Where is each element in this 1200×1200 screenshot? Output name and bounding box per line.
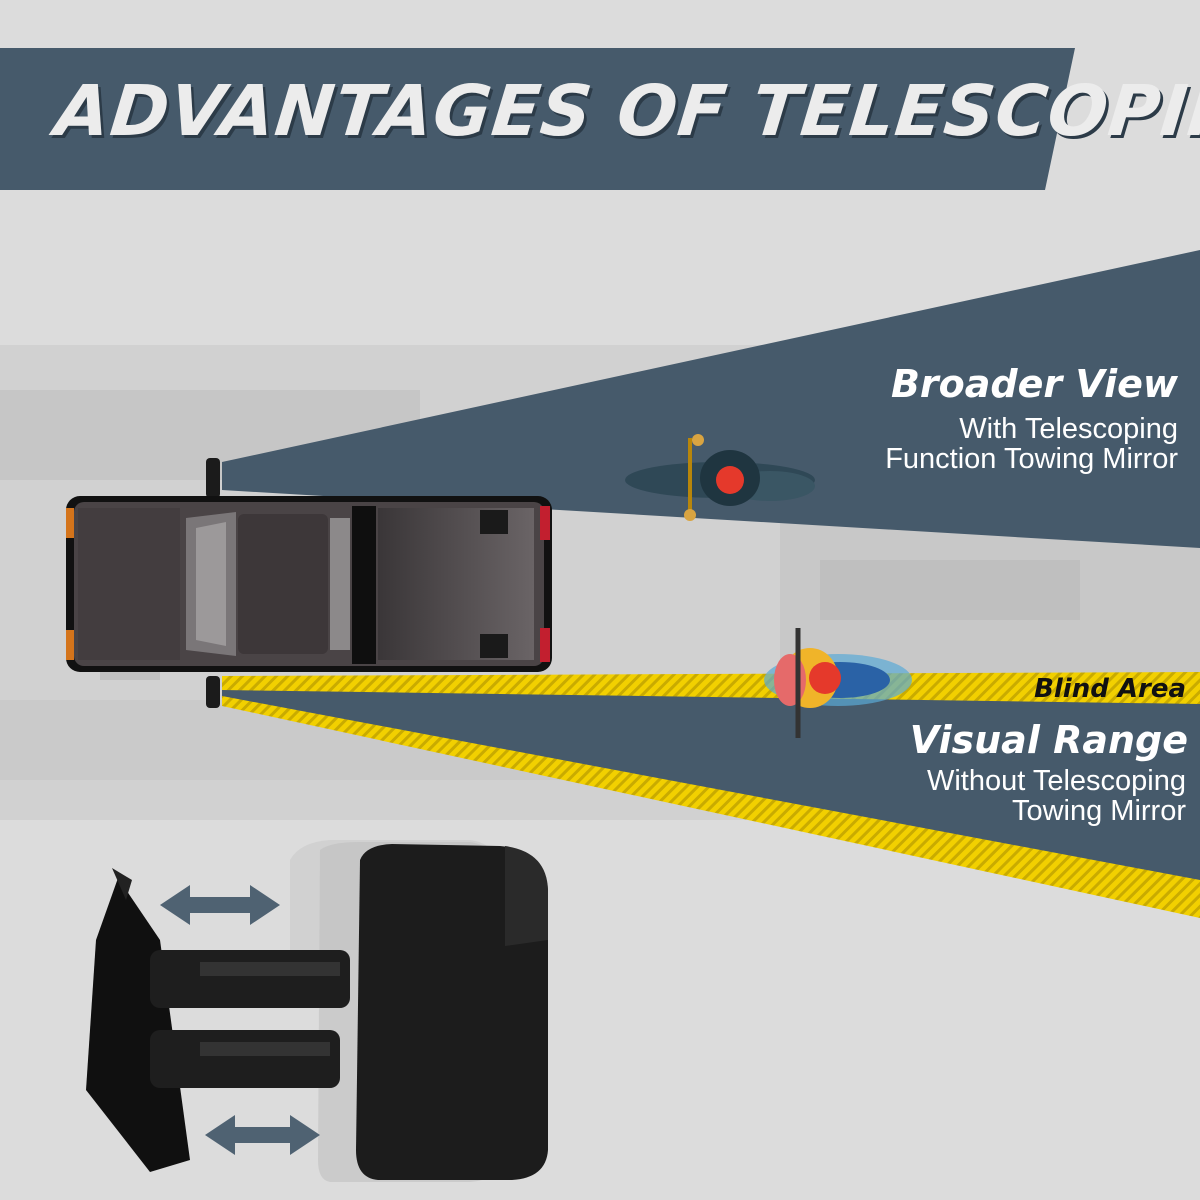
- broader-view-line-2: Function Towing Mirror: [885, 443, 1178, 475]
- blind-area-stripe-lower: [222, 696, 1200, 918]
- title-banner: [0, 48, 1075, 190]
- broader-view-cone: [222, 250, 1200, 548]
- extend-arrow-upper: [160, 885, 280, 925]
- mirror-lower: [206, 676, 220, 708]
- mirror-upper: [206, 458, 220, 498]
- blind-area-band: [222, 672, 1200, 704]
- telescoping-mirror: [86, 840, 548, 1182]
- motorcyclist-blind-area: [764, 628, 912, 738]
- broader-view-heading: Broader View: [890, 362, 1178, 406]
- visual-range-heading: Visual Range: [909, 718, 1188, 762]
- page-title: ADVANTAGES OF TELESCOPING: [51, 70, 1200, 152]
- visual-range-line-1: Without Telescoping: [926, 765, 1186, 797]
- blind-area-label: Blind Area: [1034, 674, 1186, 704]
- pickup-truck: [66, 496, 552, 672]
- extend-arrow-lower: [205, 1115, 320, 1155]
- visual-range-line-2: Towing Mirror: [1011, 795, 1186, 827]
- broader-view-line-1: With Telescoping: [959, 413, 1178, 445]
- motorcyclist-broader-view: [625, 434, 815, 521]
